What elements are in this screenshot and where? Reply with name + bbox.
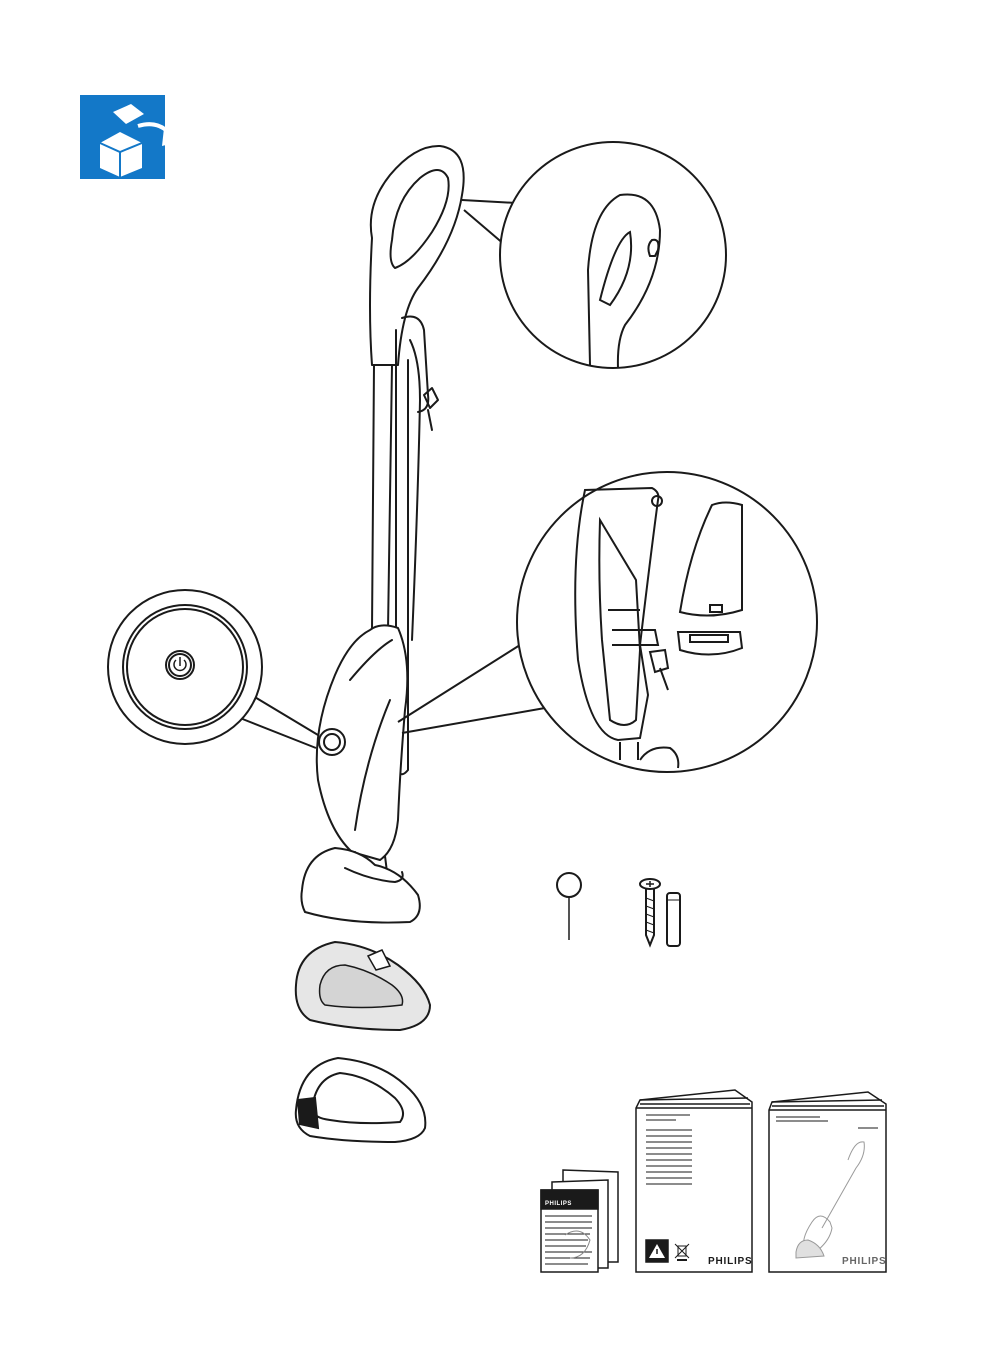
wall-screw: [640, 879, 660, 945]
user-manual: PHILIPS: [636, 1090, 753, 1272]
unbox-icon: [80, 95, 178, 179]
power-button-detail: [108, 590, 318, 748]
quickstart-brand-label: PHILIPS: [842, 1256, 887, 1267]
hook-detail: [462, 142, 726, 368]
carpet-glider: [296, 1058, 426, 1142]
quick-start-guide: PHILIPS: [769, 1092, 887, 1272]
manual-brand-label: PHILIPS: [708, 1256, 753, 1267]
water-tank-detail: [398, 472, 817, 772]
microfiber-pad: [296, 942, 430, 1030]
steam-mop: [301, 146, 463, 923]
warning-icon: [646, 1240, 668, 1262]
leaflet-brand-label: PHILIPS: [545, 1201, 572, 1207]
descaling-pin: [557, 873, 581, 940]
warranty-leaflet: PHILIPS: [541, 1170, 618, 1272]
wall-plug: [667, 893, 680, 946]
